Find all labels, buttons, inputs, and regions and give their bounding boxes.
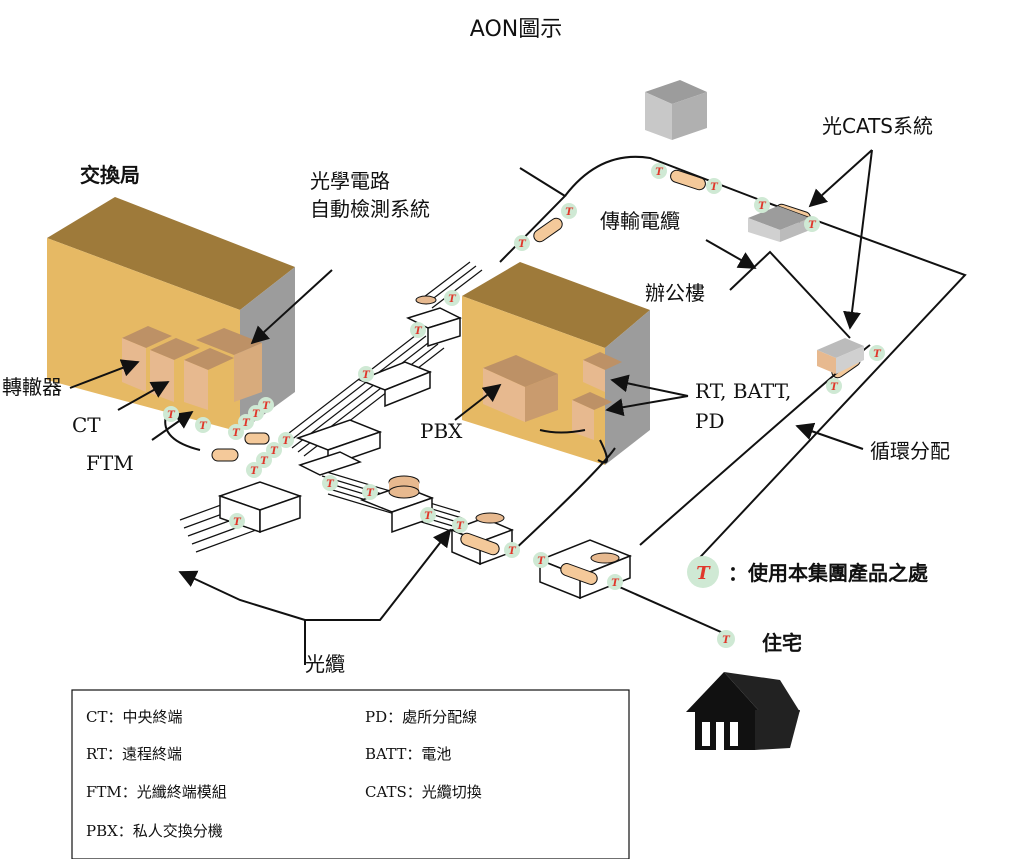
t-mark: T [504,542,520,558]
legend-item-cats: CATS：光纜切換 [365,783,482,801]
svg-text:T: T [252,409,261,420]
svg-text:T: T [270,446,279,457]
label-residence: 住宅 [762,631,802,655]
t-mark: T [717,630,735,648]
label-pbx: PBX [420,419,463,443]
label-cats-system: 光CATS系統 [822,114,933,138]
t-mark: T [561,203,577,219]
house-icon [686,672,800,750]
svg-text:T: T [611,578,620,589]
t-mark: T [826,378,842,394]
label-central-office: 交換局 [80,163,140,187]
t-mark-legend-icon [687,556,719,588]
label-ftm: FTM [86,451,134,475]
svg-text:T: T [326,479,335,490]
svg-text:T: T [710,182,719,193]
t-mark: T [452,517,468,533]
t-mark: T [228,424,244,440]
t-mark: T [410,322,426,338]
svg-text:T: T [282,436,291,447]
t-mark: T [444,290,460,306]
t-mark: T [256,452,272,468]
label-fiber-cable: 光纜 [305,652,345,676]
label-pd: PD [695,409,725,433]
svg-text:T: T [199,421,208,432]
office-building [462,262,650,465]
t-mark: T [258,397,274,413]
t-mark: T [195,417,211,433]
legend-item-rt: RT：遠程終端 [86,745,182,763]
t-mark: T [322,475,338,491]
central-office-top [47,197,295,310]
svg-text:T: T [424,511,433,522]
svg-text:T: T [250,466,259,477]
label-optical-test-line2: 自動檢測系統 [310,197,430,221]
t-mark: T [651,163,667,179]
t-mark: T [246,462,262,478]
product-note: T ：使用本集團產品之處 [687,556,928,588]
legend-item-batt: BATT：電池 [365,745,451,763]
label-ct: CT [72,413,101,437]
abbreviation-legend: CT：中央終端 RT：遠程終端 FTM：光纖終端模組 PBX：私人交換分機 PD… [71,689,630,859]
grey-equipment-box [645,80,707,140]
t-marks: T T T T T T T T T T T T T T T T T T T T … [163,163,885,648]
t-mark: T [420,507,436,523]
svg-text:T: T [830,382,839,393]
t-mark: T [362,484,378,500]
t-mark: T [869,345,885,361]
office-building-top [462,262,650,348]
svg-text:T: T [262,401,271,412]
svg-text:T: T [260,456,269,467]
t-mark: T [266,442,282,458]
label-loop-distribution: 循環分配 [870,439,950,463]
t-mark-legend-letter: T [696,563,711,584]
label-optical-test-line1: 光學電路 [310,169,390,193]
svg-text:T: T [414,326,423,337]
t-mark: T [229,513,245,529]
svg-text:T: T [655,167,664,178]
diagram-title: AON圖示 [470,17,562,42]
t-mark: T [754,197,770,213]
label-office-building: 辦公樓 [645,281,705,305]
svg-text:T: T [233,517,242,528]
svg-text:T: T [362,370,371,381]
svg-text:T: T [722,635,731,646]
label-transmission-cable: 傳輸電纜 [600,209,680,233]
t-mark: T [607,574,623,590]
svg-text:T: T [167,410,176,421]
svg-text:T: T [232,428,241,439]
label-transponder: 轉轍器 [2,375,62,399]
t-mark: T [533,552,549,568]
svg-text:T: T [873,349,882,360]
t-mark: T [278,432,294,448]
svg-text:T: T [808,220,817,231]
t-mark: T [514,235,530,251]
t-mark: T [706,178,722,194]
legend-item-pd: PD：處所分配線 [365,708,477,726]
svg-text:T: T [537,556,546,567]
t-mark: T [163,406,179,422]
central-office-building [47,197,295,432]
legend-item-ftm: FTM：光纖終端模組 [86,783,227,801]
svg-text:T: T [758,201,767,212]
label-product-note: ：使用本集團產品之處 [728,561,928,585]
t-mark: T [358,366,374,382]
svg-text:T: T [366,488,375,499]
svg-text:T: T [448,294,457,305]
svg-text:T: T [518,239,527,250]
svg-text:T: T [565,207,574,218]
label-rt-batt: RT, BATT, [695,379,791,403]
legend-item-ct: CT：中央終端 [86,708,182,726]
svg-text:T: T [456,521,465,532]
legend-box [71,689,630,859]
arrows [69,149,873,665]
svg-text:T: T [242,418,251,429]
svg-text:T: T [508,546,517,557]
legend-item-pbx: PBX：私人交換分機 [86,822,223,840]
t-mark: T [804,216,820,232]
